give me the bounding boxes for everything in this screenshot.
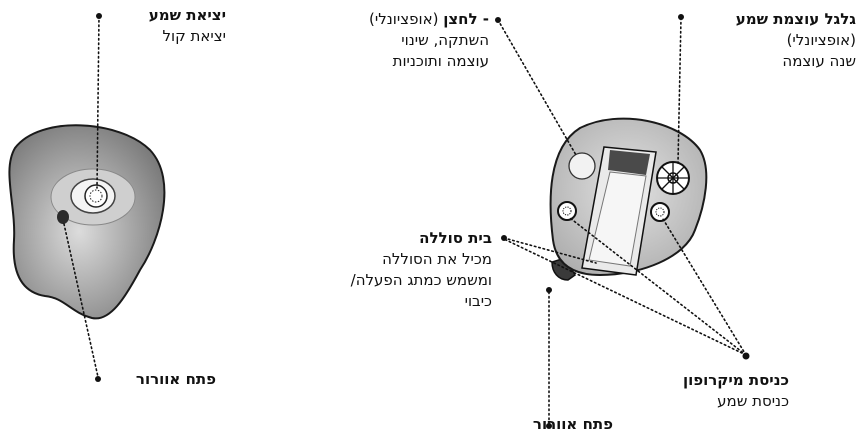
battery-desc-1: מכיל את הסוללה — [382, 250, 492, 268]
left-hearing-aid — [8, 124, 166, 320]
label-button: - לחצן (אופציונלי) השתקה, שינוי עוצמה ות… — [369, 9, 489, 72]
leader-button — [497, 19, 577, 156]
microphone-title: כניסת מיקרופון — [682, 371, 789, 389]
dot-speaker — [96, 13, 102, 19]
battery-title: בית סוללה — [419, 229, 492, 247]
vent-left-title: פתח אוורור — [135, 370, 216, 388]
battery-desc-3: כיבוי — [464, 292, 492, 310]
dot-vent-bottom — [546, 423, 552, 429]
button-optional: (אופציונלי) — [369, 10, 444, 28]
label-microphone: כניסת מיקרופון כניסת שמע — [683, 370, 789, 412]
label-speaker-output: יציאת שמע יציאת קול — [149, 5, 226, 47]
button-title-line: - לחצן (אופציונלי) — [369, 9, 489, 30]
microphone-desc: כניסת שמע — [717, 392, 789, 410]
volume-wheel-desc: שנה עוצמה — [782, 52, 856, 70]
battery-desc-2: ומשמש כמתג הפעלה/ — [350, 271, 492, 289]
leader-vent-left — [63, 223, 99, 378]
button-desc-1: השתקה, שינוי — [401, 31, 489, 49]
dot-vent-bottom-top — [546, 287, 552, 293]
speaker-output-title: יציאת שמע — [148, 6, 226, 24]
vent-hole-icon — [57, 210, 69, 224]
leader-mic-2 — [505, 239, 747, 356]
dot-vent-left — [95, 376, 101, 382]
button-desc-2: עוצמה ותוכניות — [392, 52, 489, 70]
right-hearing-aid — [549, 117, 708, 281]
button-title: - לחצן — [443, 10, 489, 28]
speaker-output-desc: יציאת קול — [162, 27, 226, 45]
battery-door-grip — [608, 150, 650, 175]
leader-mic-1 — [569, 217, 747, 356]
microphone-left-icon — [557, 201, 577, 221]
microphone-right-icon — [650, 202, 670, 222]
leader-dots — [95, 13, 750, 429]
label-vent-bottom: פתח אוורור — [533, 414, 613, 435]
label-battery: בית סוללה מכיל את הסוללה ומשמש כמתג הפעל… — [351, 228, 492, 312]
speaker-icon — [84, 184, 108, 208]
label-volume-wheel: גלגל עוצמת שמע (אופציונלי) שנה עוצמה — [736, 9, 856, 72]
dot-microphone — [742, 352, 750, 360]
label-vent-left: פתח אוורור — [136, 369, 216, 390]
vent-bottom-title: פתח אוורור — [532, 415, 613, 433]
dot-button — [495, 17, 501, 23]
leader-speaker — [96, 15, 100, 189]
volume-wheel-optional: (אופציונלי) — [786, 31, 856, 49]
speaker-grille-icon — [89, 189, 103, 203]
battery-door-inset — [588, 171, 647, 267]
push-button-icon — [568, 152, 596, 180]
leader-lines — [63, 15, 747, 425]
bottom-vent-nub — [551, 257, 576, 281]
dot-battery — [501, 235, 507, 241]
dot-volume — [678, 14, 684, 20]
leader-volume — [677, 17, 682, 164]
leader-mic-3 — [662, 218, 747, 356]
volume-wheel-icon — [656, 161, 690, 195]
volume-wheel-title: גלגל עוצמת שמע — [735, 10, 856, 28]
